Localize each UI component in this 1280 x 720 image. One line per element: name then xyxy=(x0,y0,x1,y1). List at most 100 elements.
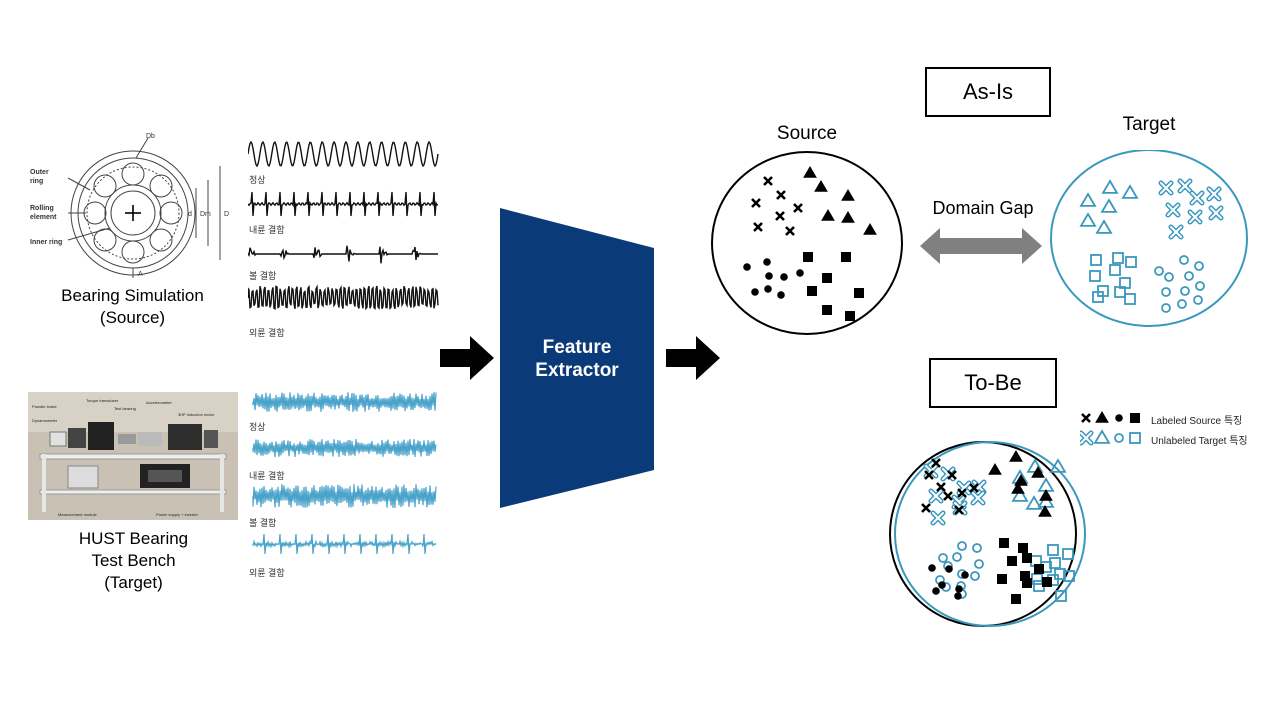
marker-circle xyxy=(1115,414,1123,422)
marker-circle xyxy=(1161,287,1171,297)
marker-x xyxy=(751,198,761,208)
marker-circle xyxy=(765,272,773,280)
marker-triangle xyxy=(1031,466,1045,478)
marker-circle xyxy=(796,269,804,277)
marker-x xyxy=(924,470,934,480)
target-waveforms xyxy=(252,392,437,555)
svg-text:Power supply + inverter: Power supply + inverter xyxy=(156,512,199,517)
svg-text:Db: Db xyxy=(146,133,155,140)
marker-circle xyxy=(961,571,969,579)
marker-triangle xyxy=(1079,212,1097,227)
marker-circle xyxy=(928,564,936,572)
marker-triangle xyxy=(1101,179,1119,194)
marker-circle xyxy=(1177,299,1187,309)
marker-square xyxy=(1018,543,1028,553)
marker-circle xyxy=(952,552,962,562)
marker-square xyxy=(1054,568,1066,580)
tobe-diagram xyxy=(889,441,1086,627)
marker-square xyxy=(997,574,1007,584)
marker-circle xyxy=(957,541,967,551)
source-waveforms xyxy=(248,140,439,311)
marker-x xyxy=(776,190,786,200)
wave-ball-target xyxy=(252,484,437,508)
marker-circle xyxy=(972,543,982,553)
marker-x xyxy=(785,226,795,236)
marker-triangle xyxy=(841,189,855,201)
target-wave-label-normal: 정상 xyxy=(249,422,266,432)
marker-triangle xyxy=(1121,184,1139,199)
marker-circle xyxy=(954,592,962,600)
marker-triangle xyxy=(1100,198,1118,213)
marker-triangle xyxy=(1038,505,1052,517)
marker-square xyxy=(845,311,855,321)
marker-circle xyxy=(1114,433,1124,443)
svg-text:3HP induction motor: 3HP induction motor xyxy=(178,412,215,417)
marker-circle xyxy=(1195,281,1205,291)
marker-triangle xyxy=(1079,192,1097,207)
tobe-title-box: To-Be xyxy=(929,358,1057,408)
marker-x xyxy=(936,482,946,492)
svg-text:Test bearing: Test bearing xyxy=(114,406,136,411)
marker-square xyxy=(1130,413,1140,423)
marker-square xyxy=(1022,553,1032,563)
target-wave-label-outer: 외륜 결함 xyxy=(249,568,285,578)
marker-square xyxy=(1062,548,1074,560)
marker-circle xyxy=(1161,303,1171,313)
marker-square xyxy=(1109,264,1121,276)
marker-circle xyxy=(751,288,759,296)
svg-text:A: A xyxy=(138,271,143,278)
marker-circle xyxy=(777,291,785,299)
marker-circle xyxy=(932,587,940,595)
marker-square xyxy=(1055,590,1067,602)
marker-triangle xyxy=(988,463,1002,475)
marker-circle xyxy=(955,585,963,593)
marker-circle xyxy=(1194,261,1204,271)
marker-square xyxy=(1063,570,1075,582)
marker-circle xyxy=(1184,271,1194,281)
wave-inner-target xyxy=(252,439,437,458)
marker-circle xyxy=(1193,295,1203,305)
marker-triangle xyxy=(841,211,855,223)
tobe-target-cluster-circle xyxy=(894,441,1086,627)
marker-circle xyxy=(1164,272,1174,282)
marker-square xyxy=(841,252,851,262)
marker-x xyxy=(1081,413,1091,423)
marker-square xyxy=(1007,556,1017,566)
tobe-source-cluster-circle xyxy=(889,441,1077,627)
svg-text:ring: ring xyxy=(30,178,43,185)
marker-square xyxy=(1042,577,1052,587)
legend-unlabeled-target: Unlabeled Target 특징 xyxy=(1151,436,1248,447)
marker-x xyxy=(753,222,763,232)
marker-circle xyxy=(780,273,788,281)
svg-text:Dynamometer: Dynamometer xyxy=(32,418,58,423)
marker-square xyxy=(1020,571,1030,581)
marker-triangle xyxy=(1095,219,1113,234)
marker-circle xyxy=(938,581,946,589)
rolling-element-label: Rolling xyxy=(30,205,54,212)
svg-text:element: element xyxy=(30,214,57,221)
source-panel-title: Bearing Simulation (Source) xyxy=(61,286,204,327)
marker-triangle xyxy=(803,166,817,178)
marker-square xyxy=(1112,252,1124,264)
wave-normal-source xyxy=(248,140,439,168)
input-arrow-icon xyxy=(440,336,494,380)
marker-square xyxy=(1034,564,1044,574)
output-arrow-icon xyxy=(666,336,720,380)
marker-circle xyxy=(974,559,984,569)
asis-diagram xyxy=(711,150,1248,335)
asis-target-label: Target xyxy=(1122,114,1176,135)
marker-square xyxy=(1011,594,1021,604)
legend-labeled-source: Labeled Source 특징 xyxy=(1151,416,1243,427)
marker-x xyxy=(947,470,957,480)
wave-inner-source xyxy=(248,191,439,217)
marker-triangle xyxy=(821,209,835,221)
marker-x xyxy=(931,458,941,468)
marker-triangle xyxy=(1093,429,1111,444)
wave-normal-target xyxy=(252,392,437,413)
asis-source-cluster-circle xyxy=(711,151,903,335)
domain-gap-label: Domain Gap xyxy=(932,198,1034,218)
marker-circle xyxy=(945,565,953,573)
marker-x xyxy=(954,505,964,515)
feature-extractor-block xyxy=(500,208,654,508)
marker-triangle xyxy=(1049,458,1067,473)
